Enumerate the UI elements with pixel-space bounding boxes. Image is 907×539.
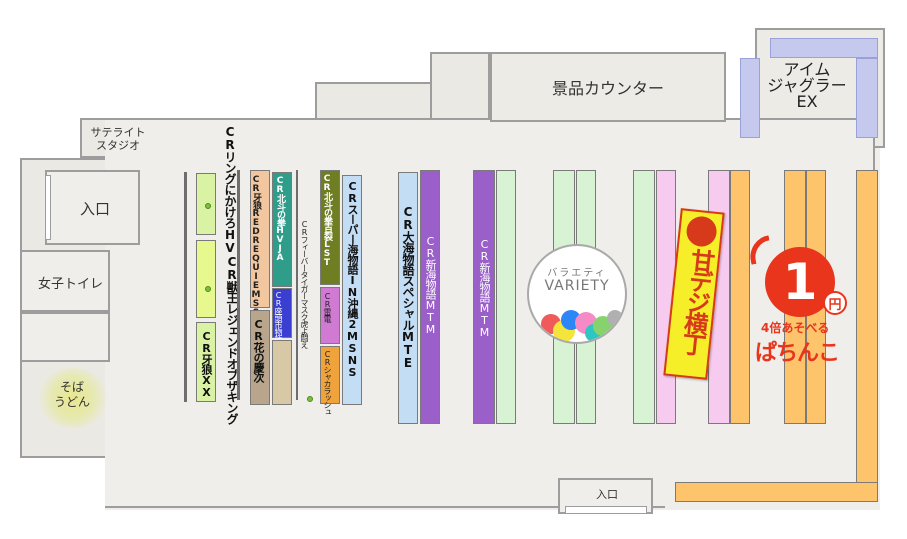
one-yen-number: 1 — [782, 253, 818, 311]
shaka-label: CRシャカラッシュ — [323, 350, 332, 415]
island-green-4[interactable] — [633, 170, 655, 424]
island-divider-2 — [237, 170, 240, 400]
machine-raiden[interactable] — [320, 287, 340, 344]
small-room — [20, 312, 110, 362]
machine-hana-2[interactable] — [272, 340, 292, 405]
island-divider-3 — [296, 170, 298, 400]
aim-juggler-label: アイム ジャグラー EX — [767, 60, 847, 111]
soba-udon-label: そば うどん — [53, 380, 90, 409]
island-green-1[interactable] — [496, 170, 516, 424]
okinawa-label: CRスーパー海物語IN沖縄2MSNS — [346, 180, 359, 378]
hokuto-lst-label: CR北斗の拳百裂LST — [322, 174, 332, 267]
machine-oumi[interactable] — [398, 172, 418, 424]
machine-juou[interactable] — [196, 240, 216, 318]
island-orange-1[interactable] — [730, 170, 750, 424]
machine-dot-2 — [205, 286, 211, 292]
wall-counter-bottom[interactable] — [675, 482, 878, 502]
machine-okinawa[interactable] — [342, 175, 362, 405]
prize-counter[interactable]: 景品カウンター — [490, 52, 726, 122]
entrance-bottom-label: 入口 — [596, 488, 618, 501]
machine-shin1[interactable] — [420, 170, 440, 424]
womens-toilet[interactable] — [20, 250, 110, 312]
upper-wall-block-1 — [315, 82, 435, 122]
entrance-left-door-line — [45, 175, 51, 240]
upper-wall-block-2 — [430, 52, 490, 122]
one-yen-unit-circle: 円 — [823, 291, 847, 315]
tiger-label: CRフィーバータイガーマスク虎よ闘え — [300, 220, 309, 348]
shin2-label: CR新海物語MTM — [478, 238, 491, 338]
machine-shin2[interactable] — [473, 170, 495, 424]
variety-main-label: VARIETY — [544, 278, 610, 294]
raiden-label: CR雷電 — [323, 292, 332, 322]
entrance-bottom-door — [565, 506, 647, 514]
aim-juggler-left-bar — [740, 58, 760, 138]
machine-zatoichi[interactable] — [272, 288, 292, 338]
prize-counter-label: 景品カウンター — [551, 79, 664, 98]
machine-hokuto-hvja[interactable] — [272, 172, 292, 287]
womens-toilet-label: 女子トイレ — [38, 277, 104, 292]
ring-label: CRリングにかけろHV — [223, 125, 237, 254]
machine-garo-red[interactable] — [250, 170, 270, 308]
one-yen-badge: 1 円 4倍あそべる ぱちんこ — [745, 235, 860, 370]
machine-dot-1 — [205, 203, 211, 209]
entrance-left-label: 入口 — [80, 200, 111, 218]
aim-juggler-area[interactable]: アイム ジャグラー EX — [740, 38, 878, 140]
machine-hokuto-lst[interactable] — [320, 170, 340, 285]
kiba-label: CR牙狼XX — [200, 330, 213, 398]
machine-hana[interactable] — [250, 310, 270, 405]
ball-grey — [607, 310, 623, 326]
hana-label: CR花の慶次 — [252, 318, 265, 382]
amadeji-burst-icon — [685, 214, 719, 248]
satellite-studio-label: サテライト スタジオ — [90, 126, 146, 152]
machine-kiba[interactable] — [196, 322, 216, 402]
aim-juggler-right-bar — [856, 58, 878, 138]
one-yen-main: ぱちんこ — [755, 341, 840, 366]
soba-glow — [38, 368, 108, 428]
hokuto-hvja-label: CR北斗の拳HVJA — [275, 176, 285, 262]
burst-lines-icon — [746, 235, 774, 265]
juou-label: CR獣王レジェンドオブザキング — [225, 255, 239, 424]
aim-juggler-top-bar — [770, 38, 878, 58]
machine-shaka[interactable] — [320, 346, 340, 404]
machine-dot-3 — [307, 396, 313, 402]
variety-top-label: バラエティ — [547, 268, 607, 279]
one-yen-sub: 4倍あそべる — [761, 321, 830, 335]
entrance-left[interactable] — [45, 170, 140, 245]
variety-badge[interactable]: バラエティ VARIETY — [527, 244, 627, 344]
oumi-label: CR大海物語スペシャルMTE — [401, 205, 415, 369]
one-yen-unit: 円 — [828, 297, 842, 313]
island-divider-1 — [184, 172, 187, 402]
zatoichi-label: CR座頭市物語2 — [274, 291, 283, 350]
garo-red-label: CR牙狼REDREQUIEMSS — [251, 175, 261, 317]
shin1-label: CR新海物語MTM — [424, 235, 437, 335]
